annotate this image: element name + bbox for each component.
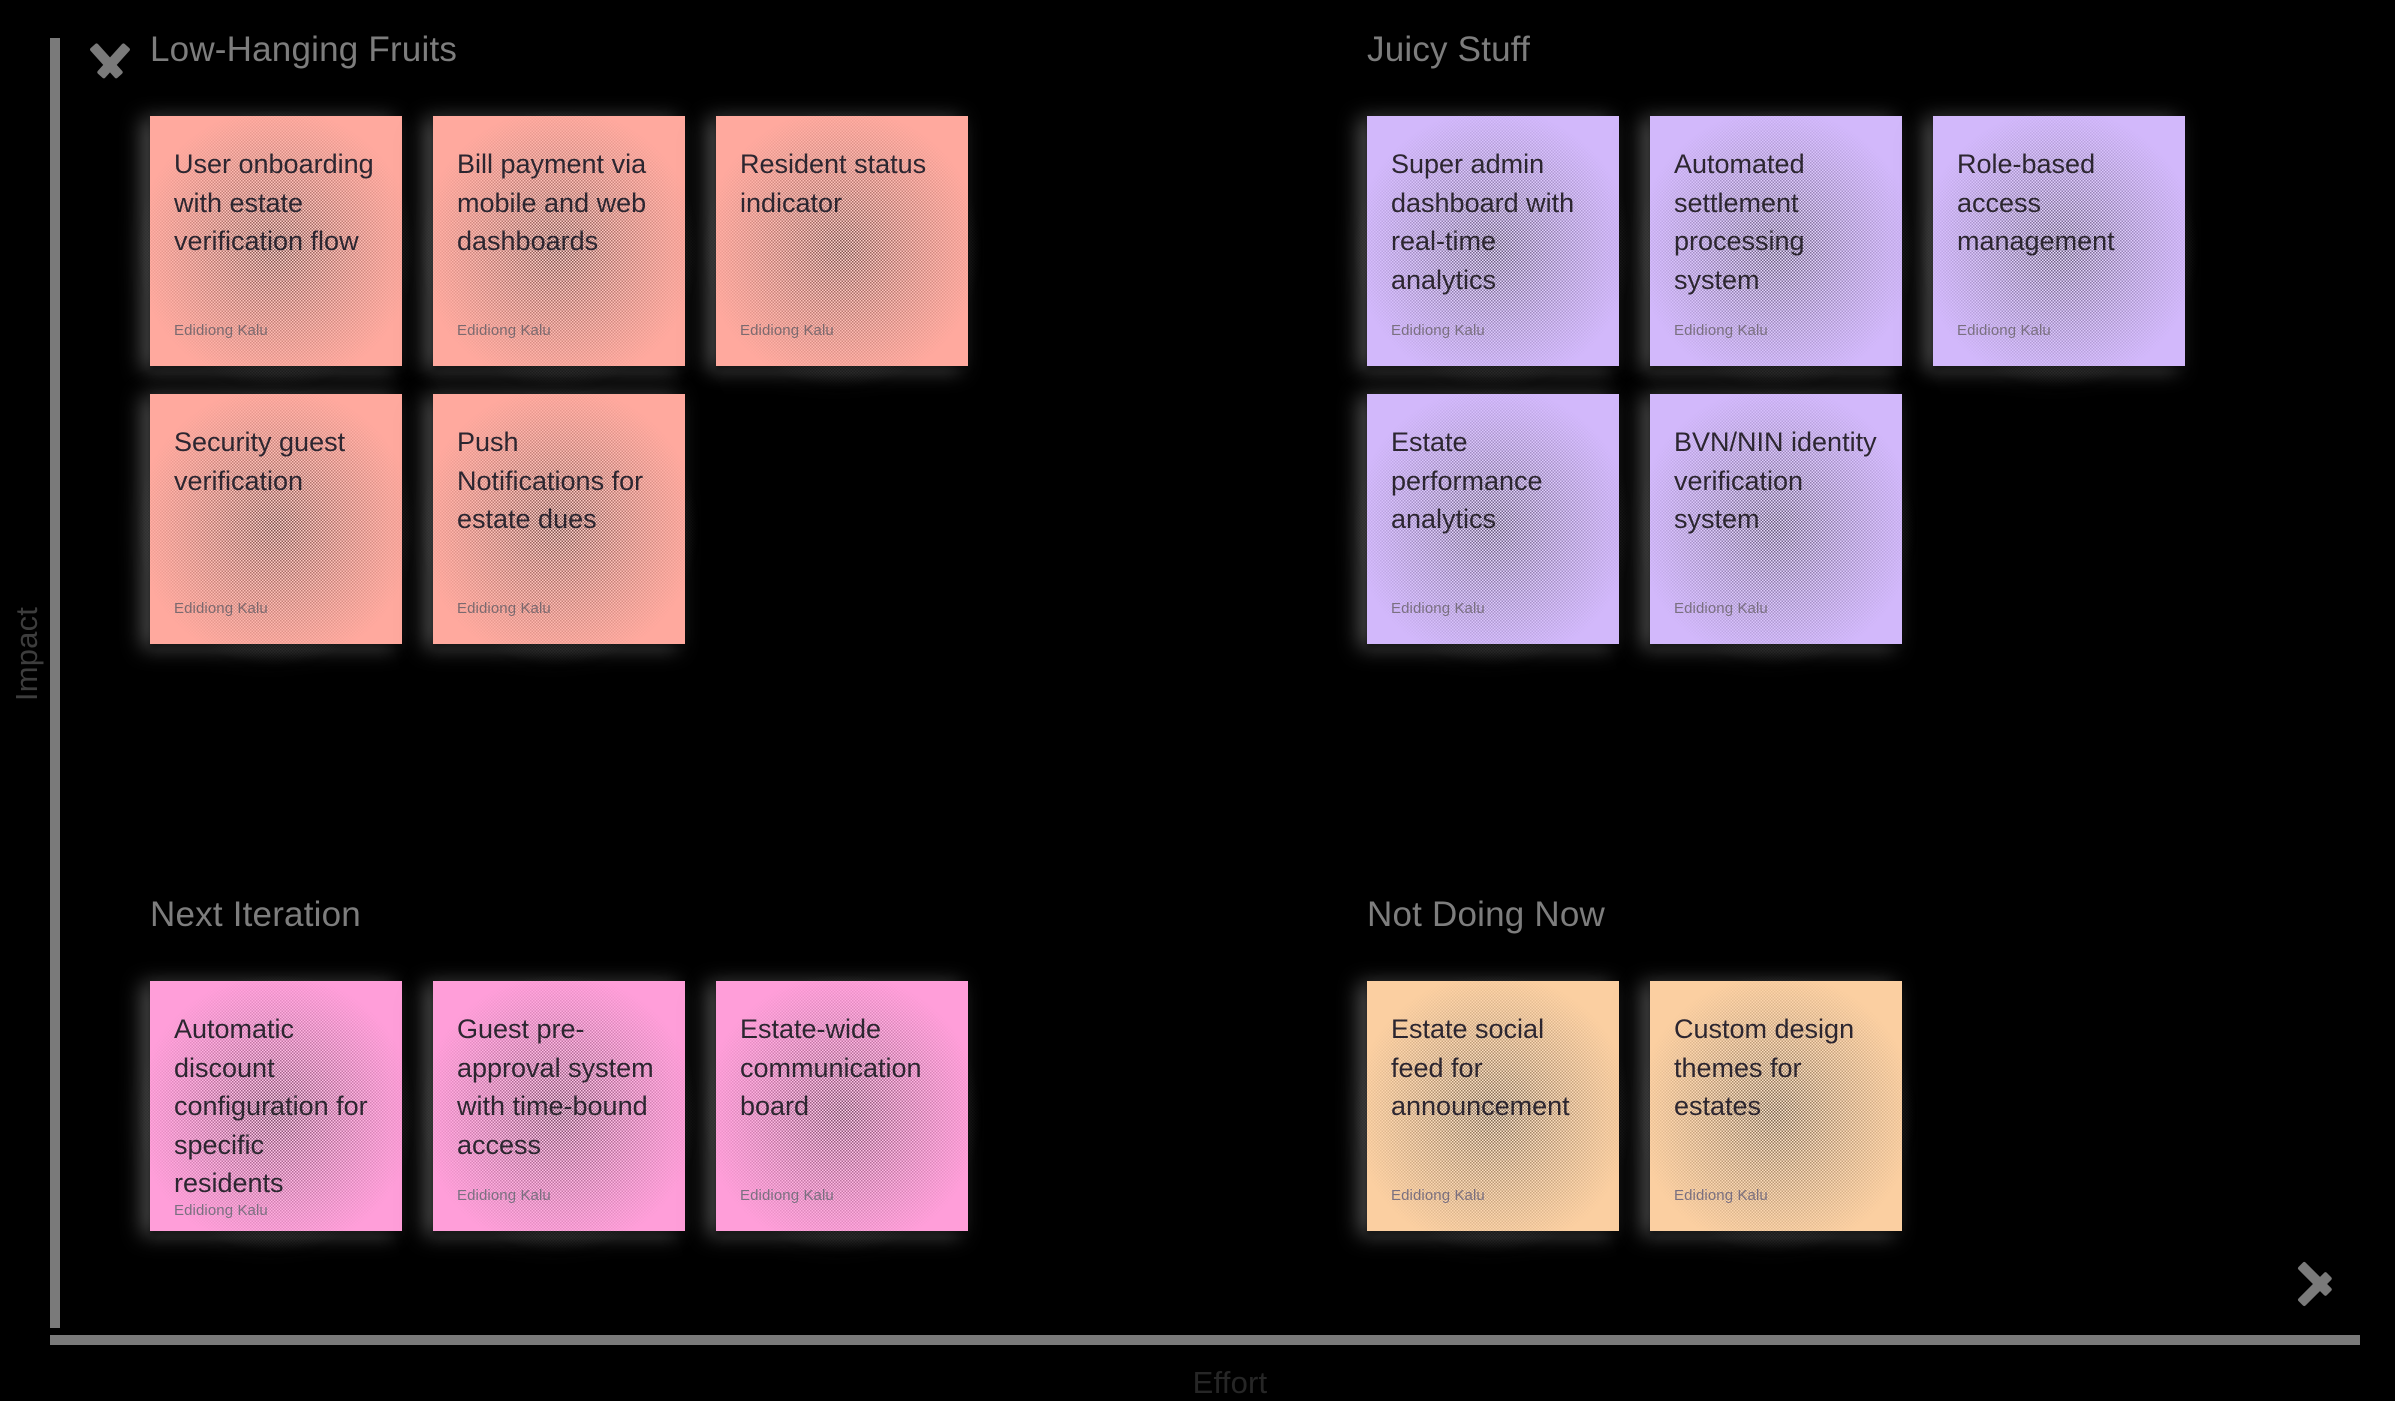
sticky-note-author: Edidiong Kalu: [1674, 322, 1768, 339]
sticky-note-author: Edidiong Kalu: [1391, 1187, 1485, 1204]
sticky-note-text: Custom design themes for estates: [1674, 1014, 1855, 1122]
sticky-note-author: Edidiong Kalu: [174, 600, 268, 617]
sticky-note[interactable]: Security guest verification Edidiong Kal…: [150, 394, 402, 644]
notes-grid-juicy-stuff: Super admin dashboard with real-time ana…: [1367, 116, 2267, 644]
sticky-note-text: User onboarding with estate verification…: [174, 149, 374, 257]
sticky-note[interactable]: Estate performance analytics Edidiong Ka…: [1367, 394, 1619, 644]
sticky-note-text: BVN/NIN identity verification system: [1674, 427, 1877, 535]
sticky-note-author: Edidiong Kalu: [1674, 600, 1768, 617]
sticky-note-author: Edidiong Kalu: [1391, 322, 1485, 339]
arrow-up-icon: [80, 40, 130, 92]
sticky-note-text: Guest pre-approval system with time-boun…: [457, 1014, 654, 1160]
sticky-note-author: Edidiong Kalu: [740, 322, 834, 339]
effort-axis-label: Effort: [1192, 1365, 1268, 1400]
sticky-note-author: Edidiong Kalu: [457, 1187, 551, 1204]
sticky-note[interactable]: Resident status indicator Edidiong Kalu: [716, 116, 968, 366]
sticky-note-author: Edidiong Kalu: [457, 322, 551, 339]
sticky-note-text: Resident status indicator: [740, 149, 927, 218]
sticky-note-text: Estate performance analytics: [1391, 427, 1543, 535]
arrow-right-icon: [2304, 1259, 2356, 1309]
sticky-note[interactable]: Automated settlement processing system E…: [1650, 116, 1902, 366]
sticky-note-text: Super admin dashboard with real-time ana…: [1391, 149, 1575, 295]
sticky-note[interactable]: Custom design themes for estates Edidion…: [1650, 981, 1902, 1231]
quadrant-juicy-stuff: Juicy Stuff Super admin dashboard with r…: [1367, 30, 2267, 644]
sticky-note-text: Push Notifications for estate dues: [457, 427, 644, 535]
quadrant-next-iteration: Next Iteration Automatic discount config…: [150, 895, 1050, 1231]
quadrant-title-next-iteration: Next Iteration: [150, 895, 361, 934]
notes-grid-low-hanging-fruits: User onboarding with estate verification…: [150, 116, 1050, 644]
sticky-note-text: Estate social feed for announcement: [1391, 1014, 1570, 1122]
sticky-note[interactable]: User onboarding with estate verification…: [150, 116, 402, 366]
sticky-note-author: Edidiong Kalu: [740, 1187, 834, 1204]
sticky-note-text: Role-based access management: [1957, 149, 2115, 257]
sticky-note-text: Automated settlement processing system: [1674, 149, 1805, 295]
effort-axis-line: [50, 1335, 2360, 1345]
sticky-note[interactable]: BVN/NIN identity verification system Edi…: [1650, 394, 1902, 644]
sticky-note[interactable]: Estate social feed for announcement Edid…: [1367, 981, 1619, 1231]
quadrant-low-hanging-fruits: Low-Hanging Fruits User onboarding with …: [150, 30, 1050, 644]
sticky-note-text: Security guest verification: [174, 427, 346, 496]
sticky-note-author: Edidiong Kalu: [1391, 600, 1485, 617]
sticky-note[interactable]: Role-based access management Edidiong Ka…: [1933, 116, 2185, 366]
sticky-note-author: Edidiong Kalu: [1957, 322, 2051, 339]
sticky-note-text: Automatic discount configuration for spe…: [174, 1014, 368, 1199]
quadrant-title-low-hanging-fruits: Low-Hanging Fruits: [150, 30, 458, 69]
impact-axis-label: Impact: [9, 606, 44, 702]
sticky-note-author: Edidiong Kalu: [1674, 1187, 1768, 1204]
sticky-note-author: Edidiong Kalu: [174, 322, 268, 339]
notes-grid-next-iteration: Automatic discount configuration for spe…: [150, 981, 1050, 1231]
quadrant-not-doing-now: Not Doing Now Estate social feed for ann…: [1367, 895, 2267, 1231]
sticky-note-text: Bill payment via mobile and web dashboar…: [457, 149, 647, 257]
quadrant-title-juicy-stuff: Juicy Stuff: [1367, 30, 1531, 69]
sticky-note[interactable]: Super admin dashboard with real-time ana…: [1367, 116, 1619, 366]
sticky-note-author: Edidiong Kalu: [174, 1202, 268, 1220]
quadrant-title-not-doing-now: Not Doing Now: [1367, 895, 1605, 934]
sticky-note[interactable]: Bill payment via mobile and web dashboar…: [433, 116, 685, 366]
notes-grid-not-doing-now: Estate social feed for announcement Edid…: [1367, 981, 2267, 1231]
impact-axis-line: [50, 38, 60, 1328]
sticky-note[interactable]: Automatic discount configuration for spe…: [150, 981, 402, 1231]
sticky-note[interactable]: Guest pre-approval system with time-boun…: [433, 981, 685, 1231]
sticky-note-text: Estate-wide communication board: [740, 1014, 922, 1122]
sticky-note[interactable]: Estate-wide communication board Edidiong…: [716, 981, 968, 1231]
sticky-note-author: Edidiong Kalu: [457, 600, 551, 617]
sticky-note[interactable]: Push Notifications for estate dues Edidi…: [433, 394, 685, 644]
